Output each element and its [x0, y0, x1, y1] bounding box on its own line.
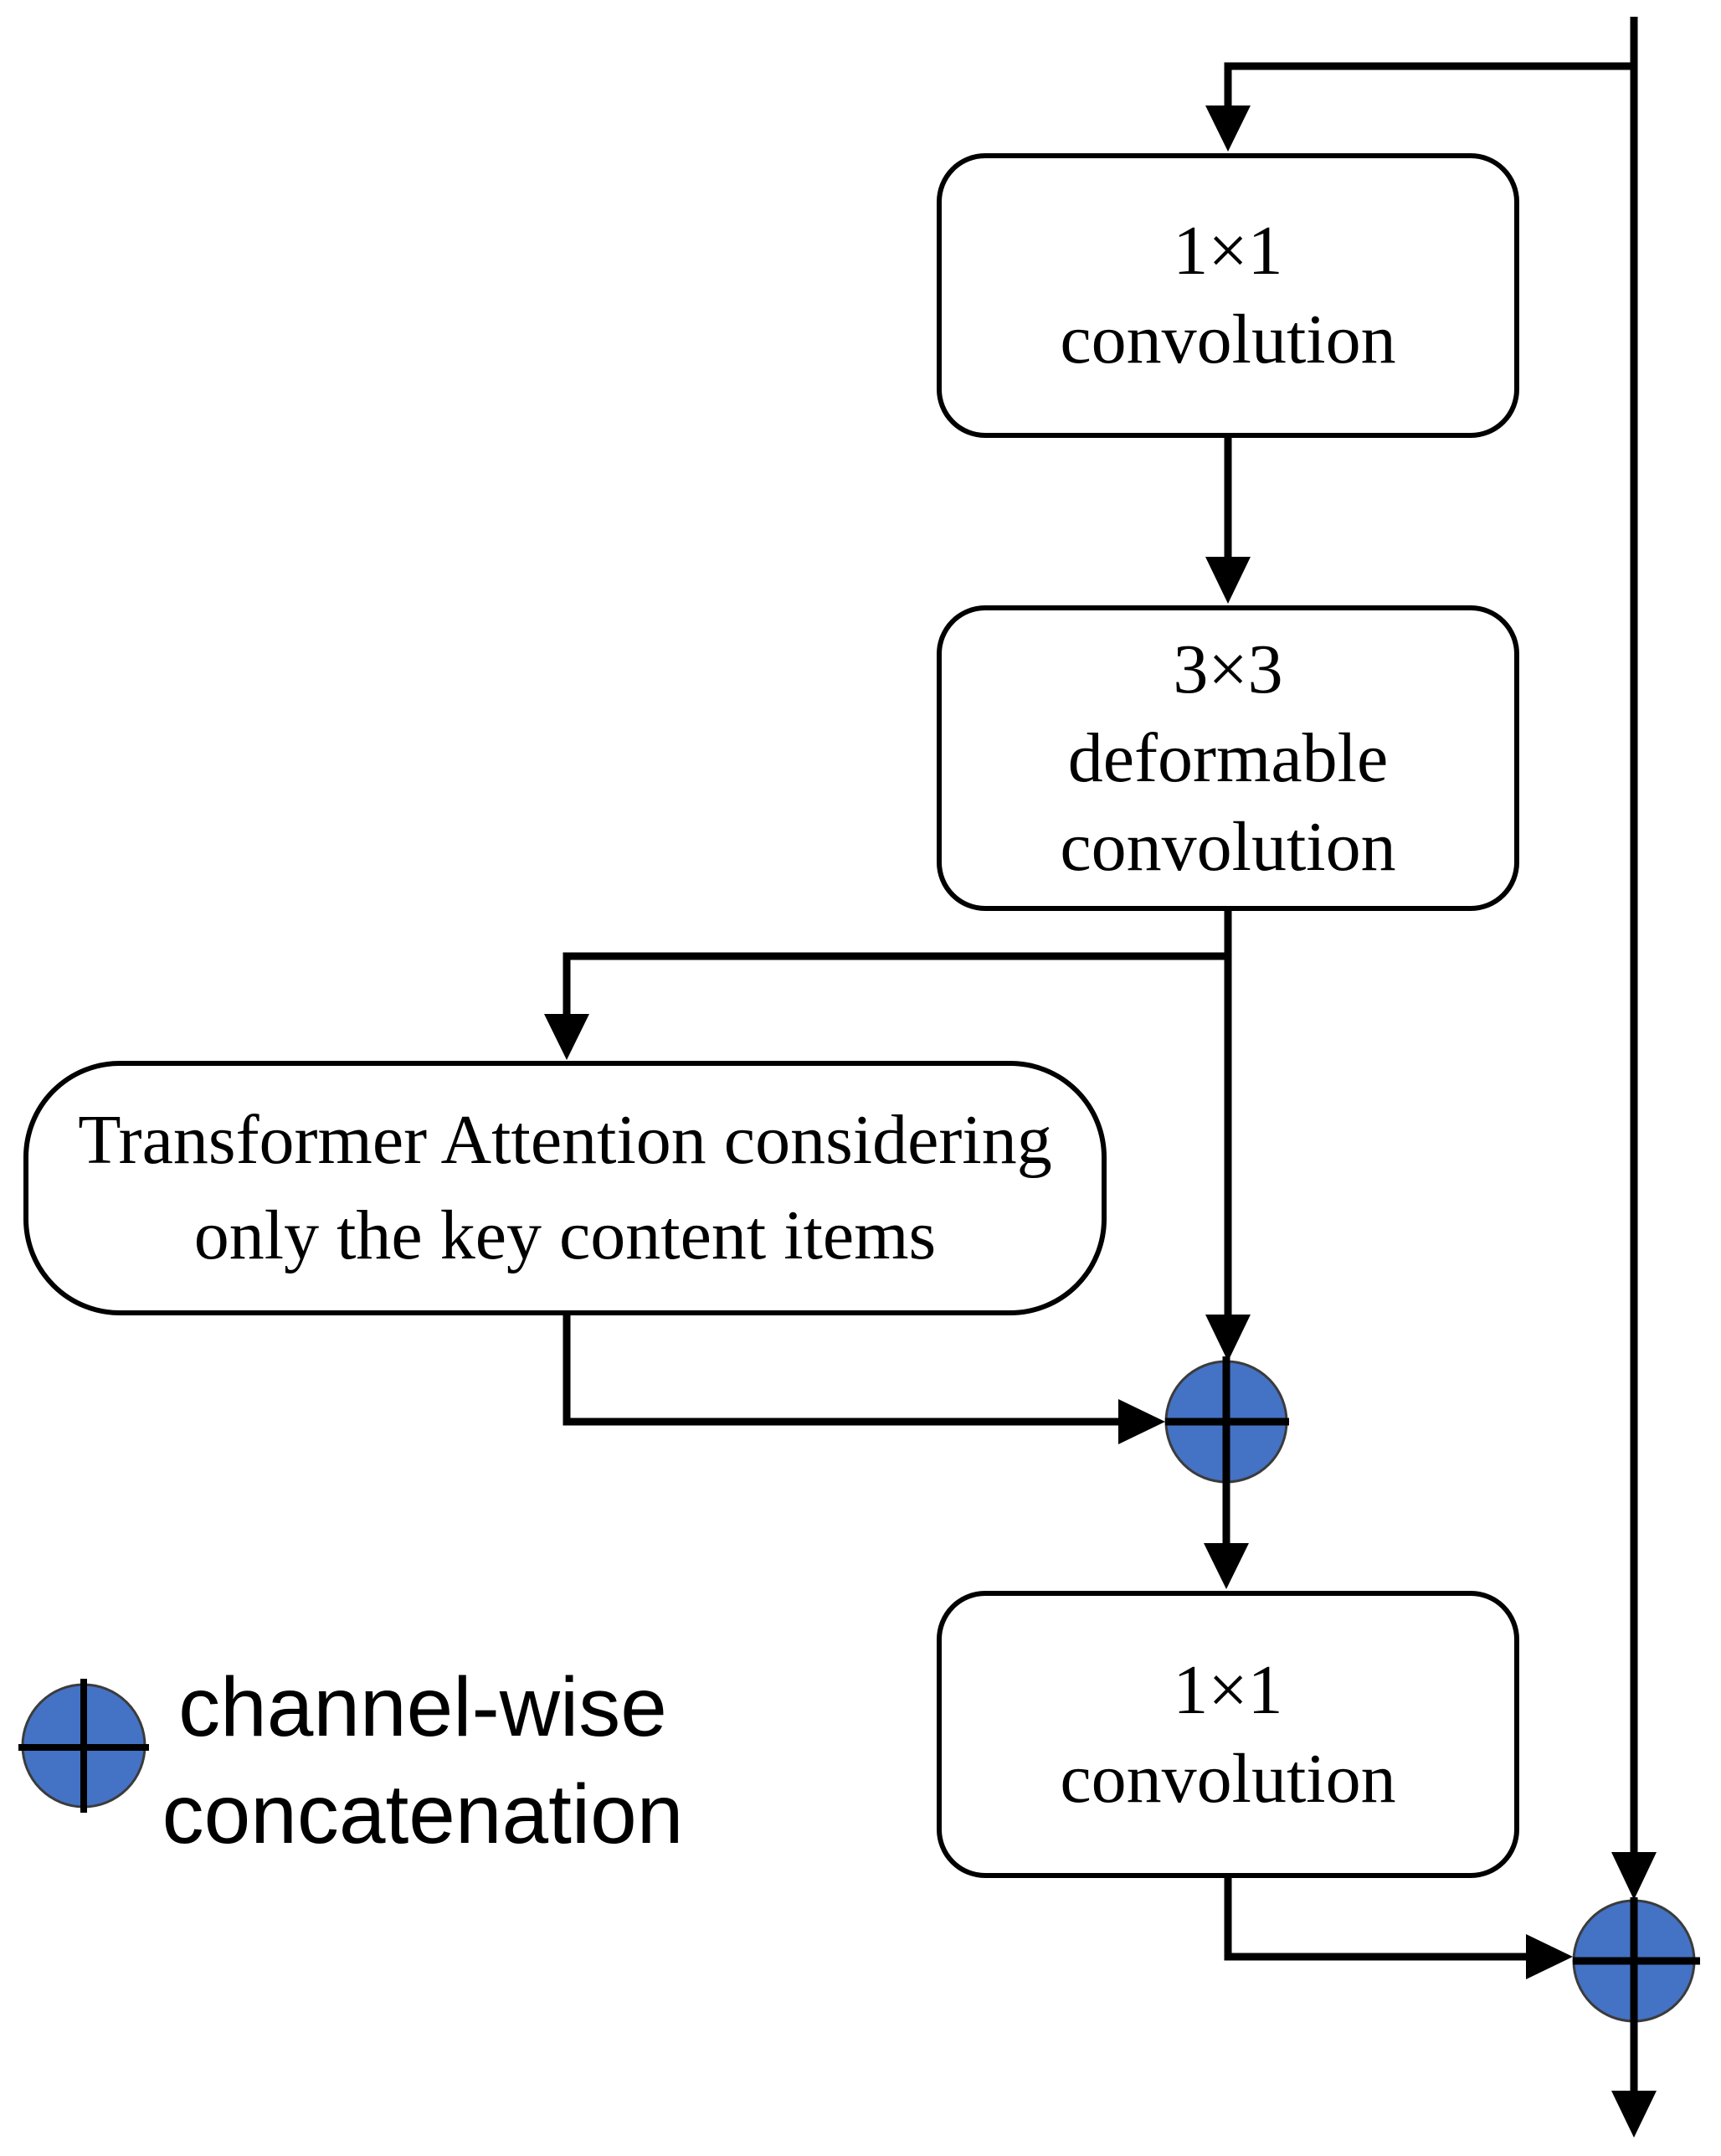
conv1-to-deformable-arrow	[1205, 438, 1251, 604]
legend-label-line: concatenation	[162, 1768, 684, 1861]
node-label-line: convolution	[1060, 1739, 1396, 1818]
node-conv1x1-bottom: 1×1 convolution	[937, 1591, 1519, 1878]
node-label-line: only the key content items	[193, 1196, 937, 1274]
skip-connection-line	[1611, 17, 1657, 1900]
legend-label-line: channel-wise	[178, 1660, 667, 1754]
attention-to-concat-arrow	[563, 1315, 1165, 1444]
node-label-line: convolution	[1060, 807, 1396, 886]
legend-concat-icon	[18, 1679, 149, 1813]
node-deformable-conv: 3×3 deformable convolution	[937, 605, 1519, 911]
node-conv1x1-top: 1×1 convolution	[937, 153, 1519, 438]
final-concat-circle-icon	[1572, 1897, 1700, 2025]
node-label-line: Transformer Attention considering	[78, 1101, 1052, 1179]
node-transformer-attention: Transformer Attention considering only t…	[23, 1061, 1107, 1315]
node-label-line: 1×1	[1173, 212, 1283, 290]
branch-to-attention-arrow	[544, 952, 1228, 1060]
output-arrow	[1611, 2021, 1657, 2138]
legend: channel-wise concatenation	[151, 1654, 695, 1868]
node-label-line: convolution	[1060, 301, 1396, 378]
input-branch-arrow	[1205, 62, 1634, 152]
conv2-to-final-concat-arrow	[1224, 1878, 1573, 1979]
concat-to-conv2-arrow	[1204, 1482, 1249, 1589]
node-label-line: 1×1	[1173, 1650, 1283, 1729]
deformable-to-concat-arrow	[1205, 911, 1251, 1361]
concat-circle-icon	[1164, 1356, 1289, 1487]
node-label-line: 3×3	[1173, 630, 1283, 708]
node-label-line: deformable	[1067, 718, 1389, 797]
